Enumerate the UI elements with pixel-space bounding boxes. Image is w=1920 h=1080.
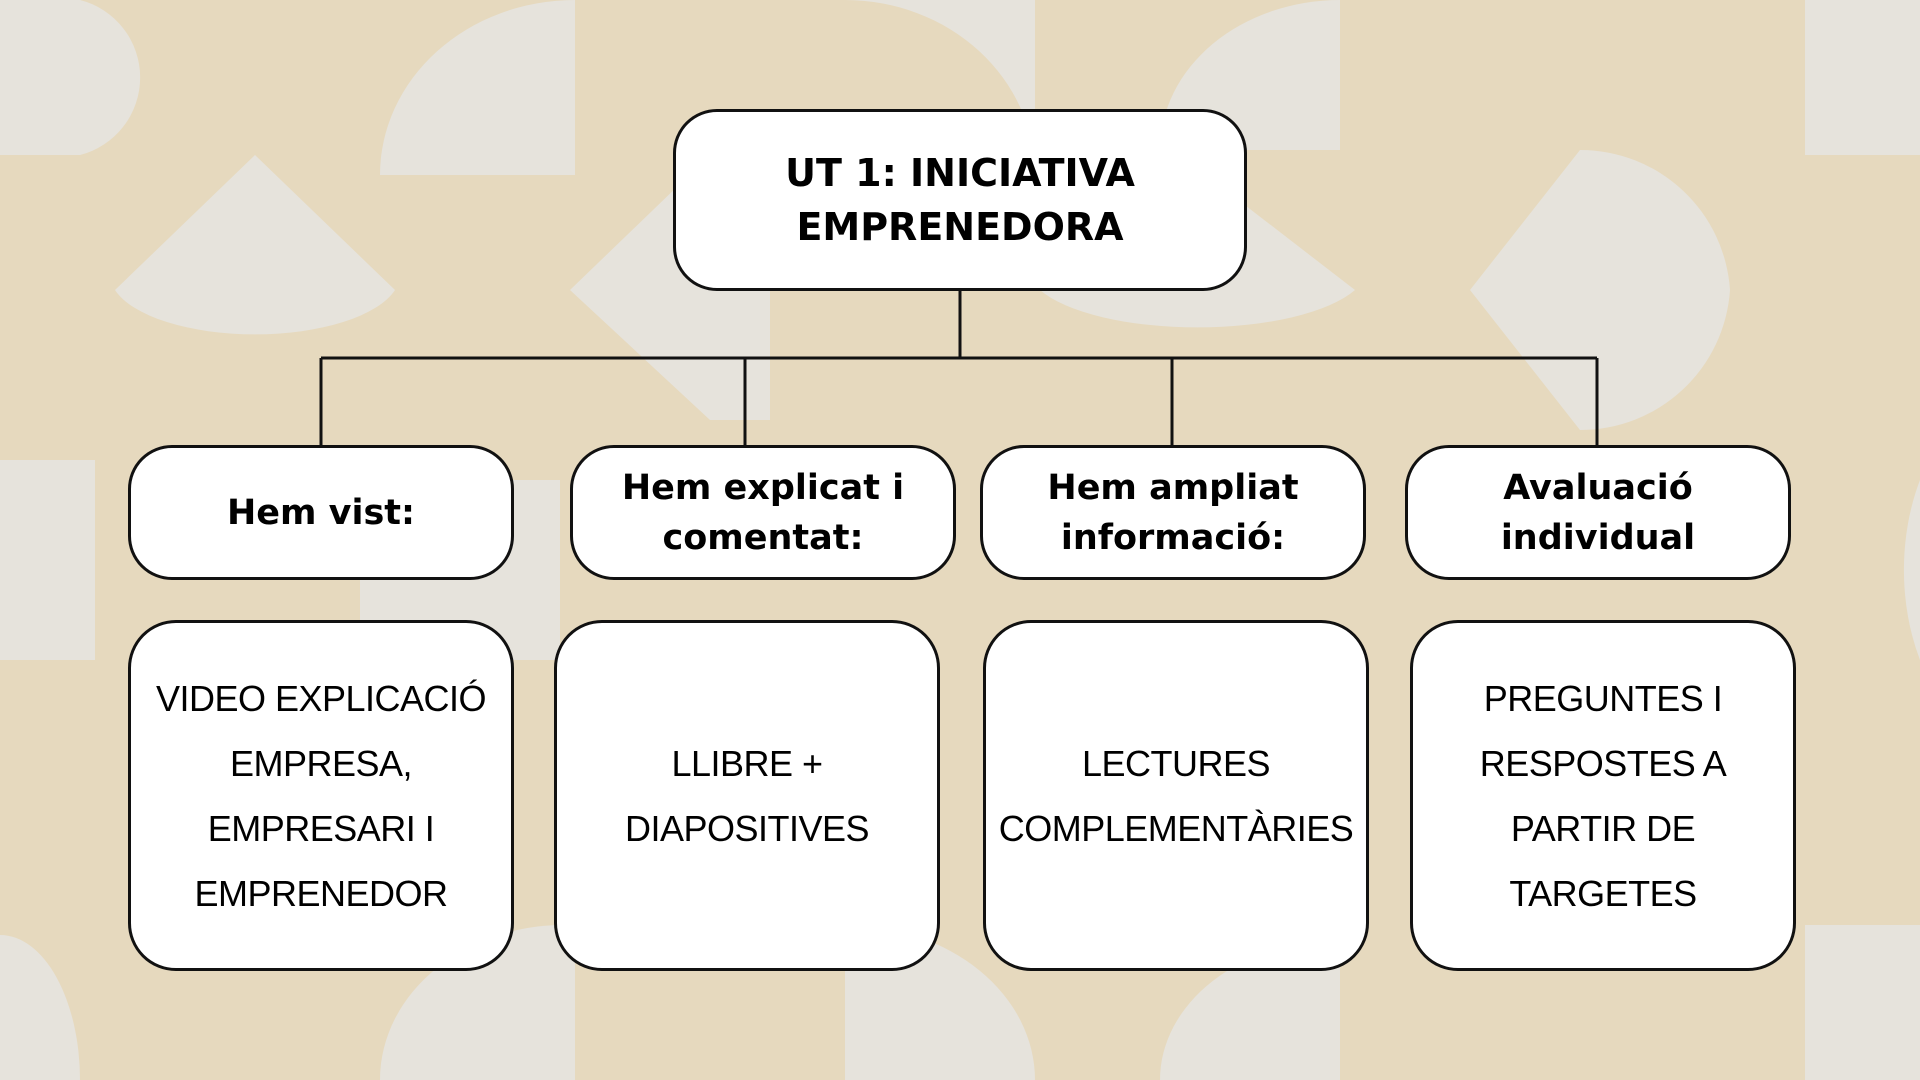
content-node-llibre: LLIBRE + DIAPOSITIVES — [554, 620, 940, 971]
bg-shape — [1470, 150, 1580, 430]
bg-shape — [0, 460, 95, 660]
content-node-label: VIDEO EXPLICACIÓ EMPRESA, EMPRESARI I EM… — [155, 677, 487, 914]
content-node-label: LLIBRE + DIAPOSITIVES — [624, 742, 870, 849]
header-node-hem-vist: Hem vist: — [128, 445, 514, 580]
root-node: UT 1: INICIATIVA EMPRENEDORA — [673, 109, 1247, 291]
bg-shape — [0, 935, 80, 1080]
bg-shape — [1903, 480, 1920, 660]
bg-shape — [845, 0, 1035, 175]
bg-shape — [1805, 925, 1920, 1080]
header-node-label: Hem vist: — [226, 492, 416, 533]
header-node-hem-ampliat: Hem ampliat informació: — [980, 445, 1366, 580]
content-node-label: PREGUNTES I RESPOSTES A PARTIR DE TARGET… — [1479, 677, 1727, 914]
bg-shape — [380, 0, 575, 175]
bg-shape — [1805, 0, 1920, 155]
content-node-lectures: LECTURES COMPLEMENTÀRIES — [983, 620, 1369, 971]
bg-shape — [0, 0, 141, 155]
header-node-avaluacio: Avaluació individual — [1405, 445, 1791, 580]
content-node-label: LECTURES COMPLEMENTÀRIES — [998, 742, 1354, 849]
content-node-preguntes: PREGUNTES I RESPOSTES A PARTIR DE TARGET… — [1410, 620, 1796, 971]
header-node-hem-explicat: Hem explicat i comentat: — [570, 445, 956, 580]
content-node-video: VIDEO EXPLICACIÓ EMPRESA, EMPRESARI I EM… — [128, 620, 514, 971]
bg-shape — [379, 924, 575, 1080]
bg-shape — [115, 155, 395, 335]
root-node-label: UT 1: INICIATIVA EMPRENEDORA — [785, 151, 1135, 249]
bg-shape — [1580, 149, 1730, 431]
bg-shape — [1160, 940, 1340, 1080]
header-node-label: Hem explicat i comentat: — [621, 467, 905, 558]
header-node-label: Avaluació individual — [1500, 467, 1696, 558]
header-node-label: Hem ampliat informació: — [1047, 467, 1299, 558]
